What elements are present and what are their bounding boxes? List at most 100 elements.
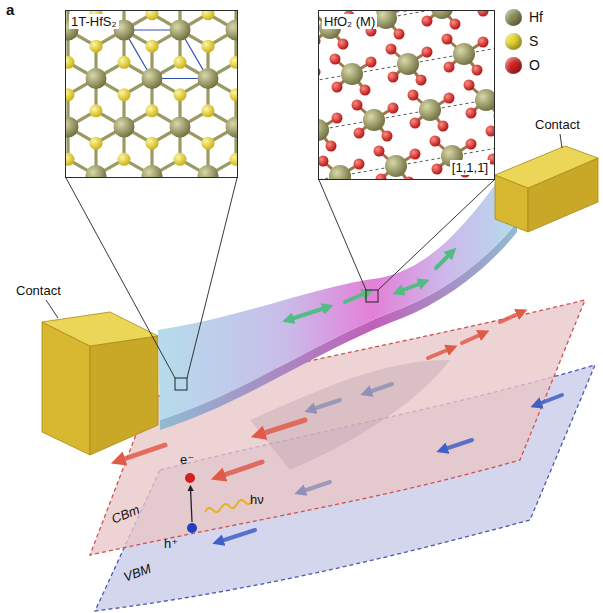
- o-atom: [374, 146, 385, 157]
- s-atom: [66, 153, 75, 166]
- hf-atom: [114, 116, 135, 137]
- hf-atom: [226, 116, 238, 137]
- legend-text: O: [529, 57, 540, 74]
- o-atom: [450, 19, 461, 30]
- excitation-arrow: [191, 488, 193, 522]
- o-atom: [438, 121, 449, 132]
- o-atom: [332, 113, 343, 124]
- inset-panel: 1T-HfS₂: [65, 10, 238, 178]
- s-atom: [202, 104, 215, 117]
- s-atom: [146, 40, 159, 53]
- strain-arrows: [288, 252, 452, 320]
- o-atom: [354, 159, 365, 170]
- inset-title: HfO₂ (M): [322, 14, 377, 29]
- legend-row: Hf: [505, 8, 565, 28]
- electron-dot: [185, 473, 195, 483]
- zoom-square: [366, 290, 378, 302]
- o-atom: [376, 174, 387, 180]
- o-atom: [486, 126, 495, 137]
- inset-panel: HfO₂ (M)[1,1,1̄]: [318, 10, 495, 180]
- s-atom: [90, 40, 103, 53]
- s-atom: [66, 88, 75, 101]
- electron-label: e⁻: [180, 452, 194, 467]
- hf-atom: [375, 11, 397, 29]
- s-atom: [202, 137, 215, 150]
- o-atom: [388, 72, 399, 83]
- s-atom: [230, 88, 238, 101]
- photon-wave: [205, 500, 253, 512]
- o-atom: [422, 16, 433, 27]
- o-atom: [442, 34, 453, 45]
- o-atom: [388, 103, 399, 114]
- hf-atom: [385, 155, 407, 177]
- s-atom: [146, 11, 159, 20]
- hf-atom: [329, 165, 351, 179]
- contact-leader: [46, 300, 58, 318]
- hf-atom: [419, 99, 441, 121]
- o-atom: [472, 65, 483, 76]
- o-atom: [319, 67, 321, 78]
- o-atom: [430, 136, 441, 147]
- hf-atom: [226, 20, 238, 41]
- inset-title: 1T-HfS₂: [69, 14, 119, 29]
- hf-atom: [319, 119, 329, 141]
- o-atom: [330, 54, 341, 65]
- o-atom: [466, 108, 477, 119]
- hfs2-ribbon: [158, 185, 517, 420]
- s-atom: [202, 11, 215, 20]
- hf-atom: [453, 43, 475, 65]
- hf-atom: [341, 63, 363, 85]
- s-atom: [202, 40, 215, 53]
- legend-swatch: [505, 57, 522, 74]
- o-atom: [366, 57, 377, 68]
- left-contact: [42, 312, 158, 455]
- o-atom: [464, 80, 475, 91]
- s-atom: [118, 153, 131, 166]
- hf-atom: [86, 68, 107, 89]
- contact-label: Contact: [535, 117, 580, 132]
- o-atom: [382, 131, 393, 142]
- hf-atom: [198, 68, 219, 89]
- o-atom: [432, 164, 443, 175]
- o-atom: [478, 37, 489, 48]
- zoom-square: [175, 378, 187, 390]
- o-atom: [352, 100, 363, 111]
- bond: [236, 175, 237, 177]
- o-atom: [410, 118, 421, 129]
- contact-label: Contact: [16, 283, 61, 298]
- unit-cell: [124, 30, 208, 78]
- o-atom: [319, 156, 329, 167]
- o-atom: [408, 90, 419, 101]
- o-atom: [494, 111, 495, 122]
- o-atom: [444, 62, 455, 73]
- hf-atom: [431, 11, 453, 19]
- panel-letter: a: [6, 2, 14, 17]
- hf-atom: [198, 165, 219, 177]
- o-atom: [478, 11, 489, 17]
- o-atom: [422, 47, 433, 58]
- s-atom: [118, 56, 131, 69]
- s-atom: [174, 88, 187, 101]
- o-atom: [404, 177, 415, 180]
- zoom-leaders: [66, 178, 494, 378]
- legend-row: O: [505, 56, 565, 76]
- s-atom: [230, 56, 238, 69]
- s-atom: [146, 104, 159, 117]
- o-atom: [360, 85, 371, 96]
- photon-label: hν: [250, 492, 264, 507]
- s-atom: [90, 104, 103, 117]
- right-contact: [495, 146, 598, 232]
- o-atom: [354, 128, 365, 139]
- o-atom: [394, 29, 405, 40]
- hf-atom: [142, 165, 163, 177]
- s-atom: [174, 153, 187, 166]
- o-atom: [466, 139, 477, 150]
- hf-atom: [170, 116, 191, 137]
- s-atom: [90, 137, 103, 150]
- s-atom: [66, 56, 75, 69]
- s-atom: [146, 137, 159, 150]
- legend-text: S: [529, 33, 538, 50]
- hf-atom: [363, 109, 385, 131]
- o-atom: [338, 39, 349, 50]
